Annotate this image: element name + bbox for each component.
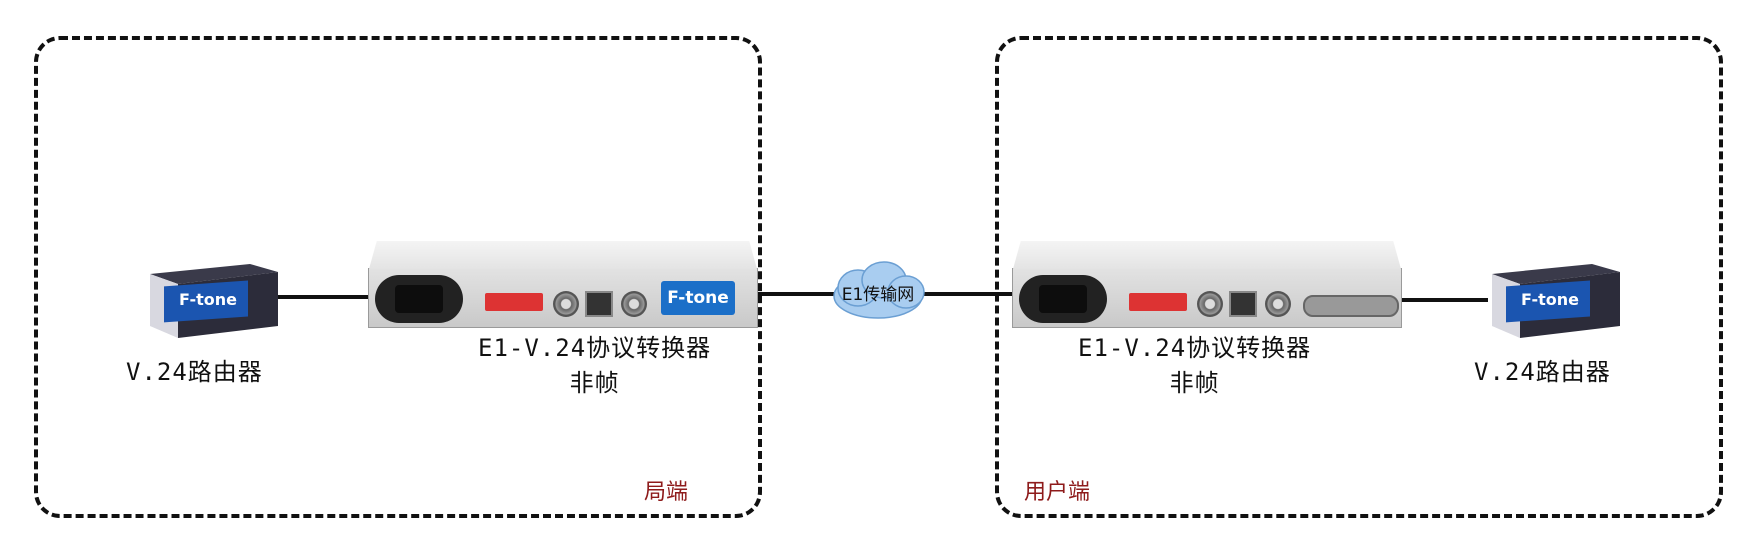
power-socket-icon <box>375 275 463 323</box>
cable-network-right-converter <box>920 292 1012 296</box>
right-protocol-converter <box>1012 241 1402 328</box>
left-converter-label: E1-V.24协议转换器 非帧 <box>478 328 711 398</box>
left-router: F-tone <box>140 262 280 342</box>
converter-subtitle: 非帧 <box>1169 369 1220 397</box>
right-router: F-tone <box>1482 262 1622 342</box>
bnc-rx-icon <box>553 291 579 317</box>
cable-left-router-converter <box>278 295 368 299</box>
converter-title: E1-V.24协议转换器 <box>1078 334 1312 362</box>
router-chassis-icon <box>1492 264 1620 338</box>
cable-left-converter-network <box>758 292 838 296</box>
rj45-port-icon <box>585 291 613 317</box>
left-router-label: V.24路由器 <box>126 358 263 386</box>
user-side-zone <box>995 36 1723 518</box>
central-office-caption: 局端 <box>644 480 689 505</box>
converter-title: E1-V.24协议转换器 <box>478 334 712 362</box>
converter-brand-logo: F-tone <box>661 281 735 315</box>
cloud-icon <box>833 261 925 319</box>
dip-switch-icon <box>485 293 543 311</box>
right-converter-label: E1-V.24协议转换器 非帧 <box>1078 328 1311 398</box>
right-router-label: V.24路由器 <box>1474 358 1611 386</box>
bnc-tx-icon <box>1265 291 1291 317</box>
router-chassis-icon <box>150 264 278 338</box>
bnc-tx-icon <box>621 291 647 317</box>
converter-subtitle: 非帧 <box>569 369 620 397</box>
network-label: E1传输网 <box>841 285 915 305</box>
e1-network-cloud: E1传输网 <box>828 258 928 330</box>
cable-right-converter-router <box>1400 298 1488 302</box>
bnc-rx-icon <box>1197 291 1223 317</box>
router-brand-label: F-tone <box>179 290 237 309</box>
rj45-port-icon <box>1229 291 1257 317</box>
user-side-caption: 用户端 <box>1024 480 1091 505</box>
central-office-zone <box>34 36 762 518</box>
router-brand-label: F-tone <box>1521 290 1579 309</box>
v24-db25-connector-icon <box>1303 295 1399 317</box>
power-socket-icon <box>1019 275 1107 323</box>
left-protocol-converter: F-tone <box>368 241 758 328</box>
dip-switch-icon <box>1129 293 1187 311</box>
